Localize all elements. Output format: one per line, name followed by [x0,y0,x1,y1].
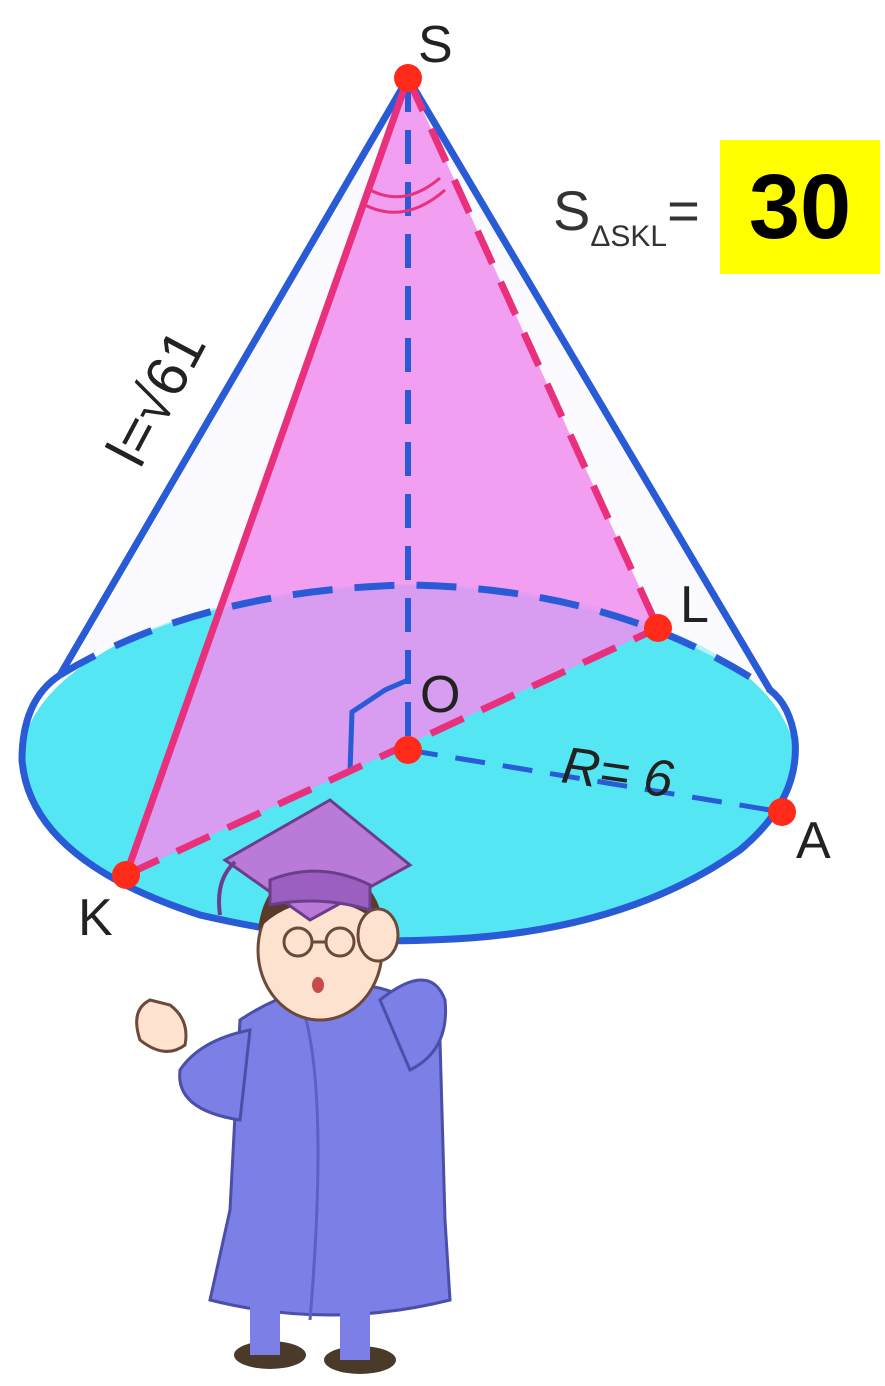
generatrix-left [56,76,412,677]
radius-oa [407,747,783,815]
label-k: K [78,889,113,947]
angle-arc-outer [364,188,446,214]
section-triangle-skl [126,78,658,875]
point-k [112,861,140,889]
segment-sk [122,76,412,877]
area-subscript: ΔSKL [590,220,667,253]
generatrix-right [404,76,774,692]
point-s [394,64,422,92]
point-a [768,798,796,826]
area-equals: = [667,179,700,242]
base-front-arc [18,672,799,945]
label-l: L [680,576,709,634]
area-prefix: S [553,179,590,242]
label-o: O [420,666,460,724]
point-o [394,736,422,764]
label-s: S [418,16,453,74]
area-label: SΔSKL= [553,179,700,253]
label-a: A [796,812,831,870]
segment-sl [404,76,662,630]
right-angle-mark [347,677,409,773]
graduate-student-illustration [135,798,452,1374]
angle-arc-inner [369,176,441,199]
answer-box: 30 [720,140,880,274]
answer-value: 30 [748,155,852,258]
chord-kl [124,624,660,879]
point-l [644,614,672,642]
